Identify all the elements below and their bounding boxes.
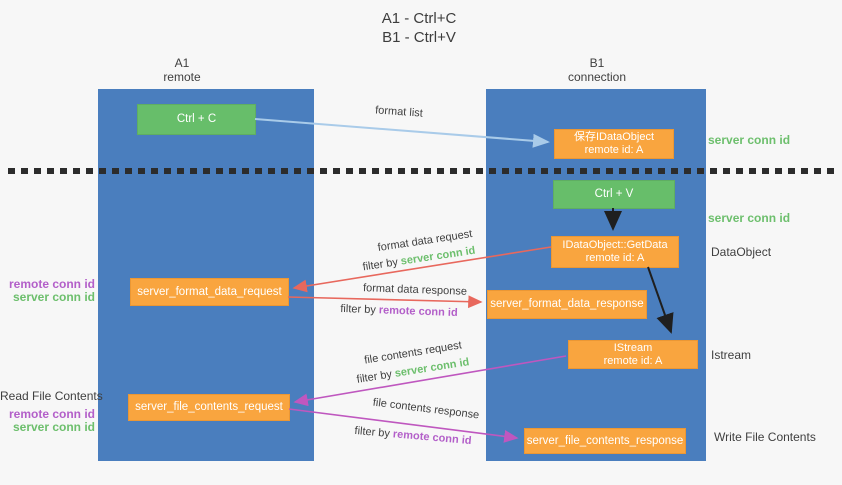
node-ctrl-c-label: Ctrl + C — [176, 113, 217, 125]
title-line-1: A1 - Ctrl+C — [381, 10, 457, 27]
node-server-format-data-request-label: server_format_data_request — [137, 285, 282, 298]
node-ctrl-c: Ctrl + C — [137, 104, 256, 135]
node-server-file-contents-response-label: server_file_contents_response — [526, 434, 684, 447]
node-ctrl-v: Ctrl + V — [553, 180, 675, 209]
node-server-file-contents-response: server_file_contents_response — [524, 428, 686, 454]
node-server-file-contents-request: server_file_contents_request — [128, 394, 290, 421]
label-write-file-contents: Write File Contents — [714, 430, 816, 444]
filter-by-text: filter by — [355, 367, 396, 386]
label-server-conn-id-left-1: server conn id — [12, 290, 95, 304]
remote-conn-id-accent: remote conn id — [378, 304, 458, 320]
arrow-format-data-response — [287, 295, 483, 309]
label-remote-conn-id-left-1: remote conn id — [8, 277, 95, 291]
label-filter-by-remote-conn-id-2: filter by remote conn id — [354, 425, 472, 447]
node-istream-line1: IStream — [613, 341, 653, 354]
node-save-idataobject: 保存IDataObject remote id: A — [554, 129, 674, 159]
label-remote-conn-id-left-2: remote conn id — [8, 407, 95, 421]
filter-by-text: filter by — [354, 424, 394, 441]
label-format-list: format list — [374, 104, 424, 120]
node-server-format-data-request: server_format_data_request — [130, 278, 289, 306]
lane-a1-name: A1 — [174, 56, 190, 70]
label-dataobject: DataObject — [711, 245, 772, 259]
label-istream: Istream — [711, 348, 752, 362]
node-idataobject-getdata-line2: remote id: A — [585, 252, 645, 264]
node-server-file-contents-request-label: server_file_contents_request — [135, 401, 283, 413]
label-server-conn-id-left-2: server conn id — [12, 420, 95, 434]
filter-by-text: filter by — [361, 255, 402, 274]
label-read-file-contents: Read File Contents — [0, 389, 103, 403]
label-filter-by-remote-conn-id-1: filter by remote conn id — [340, 303, 458, 319]
node-idataobject-getdata-line1: IDataObject::GetData — [562, 239, 668, 251]
lane-b1-name: B1 — [589, 56, 605, 70]
node-istream-line2: remote id: A — [603, 354, 663, 367]
title-line-2: B1 - Ctrl+V — [382, 29, 456, 46]
node-server-format-data-response: server_format_data_response — [487, 290, 647, 319]
label-file-contents-response: file contents response — [372, 396, 480, 422]
node-save-idataobject-line2: remote id: A — [584, 144, 644, 156]
diagram-title: A1 - Ctrl+C B1 - Ctrl+V — [319, 9, 519, 47]
node-save-idataobject-line1: 保存IDataObject — [573, 131, 655, 143]
lane-header-b1: B1 connection — [537, 56, 657, 84]
remote-conn-id-accent: remote conn id — [392, 428, 472, 448]
filter-by-text: filter by — [340, 302, 380, 317]
node-idataobject-getdata: IDataObject::GetData remote id: A — [551, 236, 679, 268]
label-format-data-response: format data response — [362, 282, 468, 298]
lane-header-a1: A1 remote — [122, 56, 242, 84]
session-divider-dotted-line — [8, 168, 836, 174]
lane-b1-subtitle: connection — [567, 70, 627, 84]
node-istream: IStream remote id: A — [568, 340, 698, 369]
label-server-conn-id-right-mid: server conn id — [708, 211, 791, 225]
node-server-format-data-response-label: server_format_data_response — [490, 298, 644, 310]
node-ctrl-v-label: Ctrl + V — [594, 188, 634, 200]
label-server-conn-id-right-top: server conn id — [708, 133, 791, 147]
lane-a1-subtitle: remote — [163, 70, 201, 84]
